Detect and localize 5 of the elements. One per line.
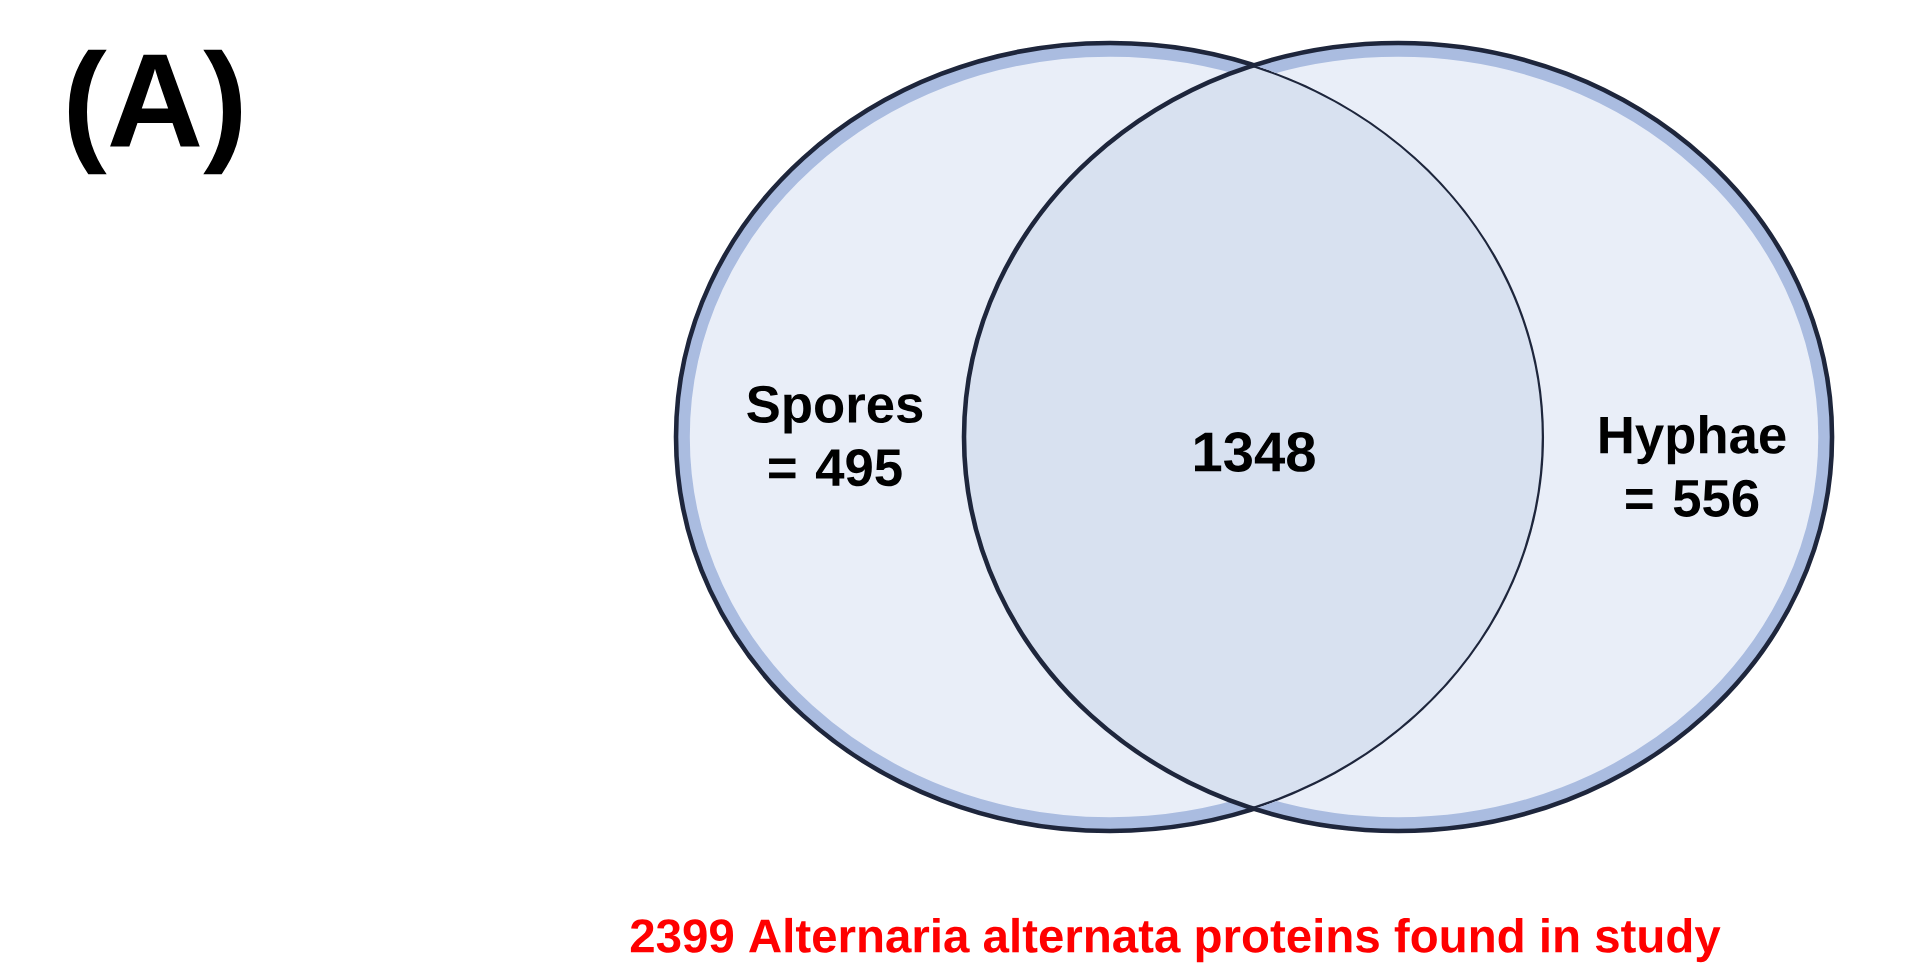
set-label: Hyphae = 556: [1600, 415, 1786, 517]
count-label: 1348: [1195, 432, 1315, 472]
set-label: Spores = 495: [747, 385, 923, 487]
panel-label: (A): [68, 49, 241, 175]
caption: 2399 Alternaria alternata proteins found in study: [630, 917, 1721, 963]
